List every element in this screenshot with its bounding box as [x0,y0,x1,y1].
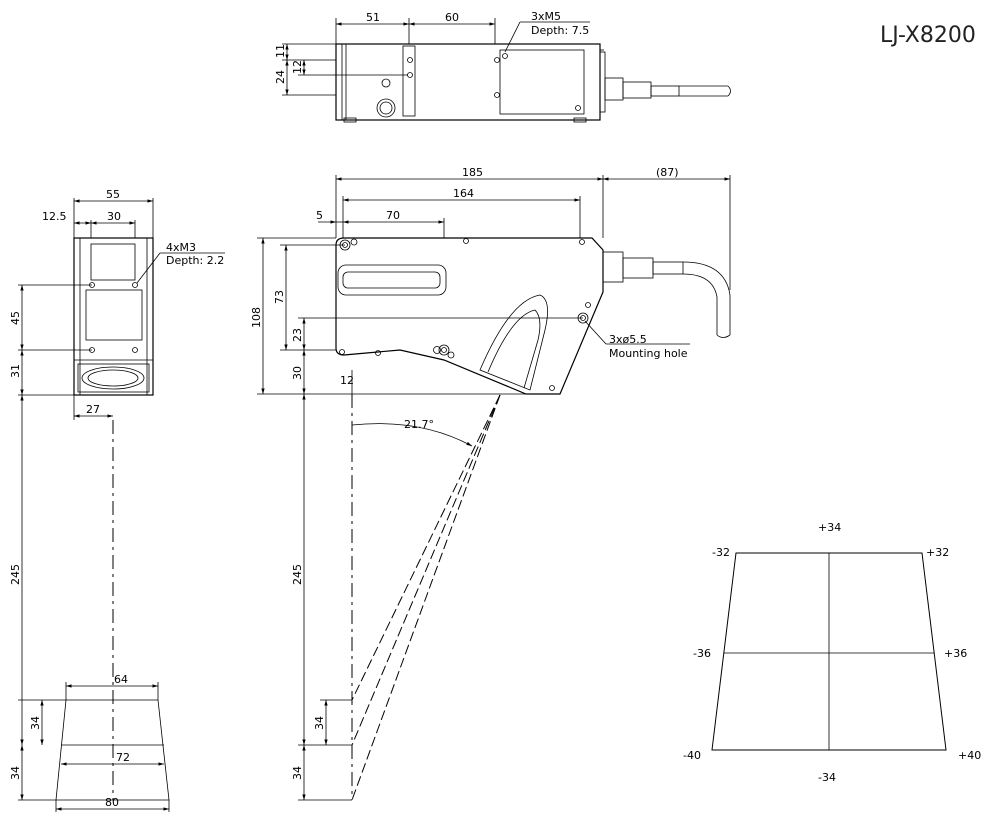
top-view: 51 60 11 24 12 [274,10,731,123]
range-bottom: -34 [818,771,836,784]
note-depth-2-2: Depth: 2.2 [166,254,224,267]
dim-87: (87) [656,166,679,179]
front-view: 55 12.5 30 4xM3 Depth: 2.2 45 31 27 [9,188,225,812]
dim-34-lower: 34 [9,766,22,780]
range-view: +34 -34 -32 +32 -36 +36 -40 +40 [683,521,981,784]
dim-12: 12 [291,60,304,74]
note-mounting-hole: Mounting hole [609,347,688,360]
dim-55: 55 [106,188,120,201]
note-3x-dia-5-5: 3xø5.5 [609,333,647,346]
range-mid-right: +36 [944,647,967,660]
range-bot-right: +40 [958,749,981,762]
dim-30: 30 [291,366,304,380]
dim-64: 64 [114,673,128,686]
dim-23: 23 [291,328,304,342]
range-bot-left: -40 [683,749,701,762]
dim-31: 31 [9,364,22,378]
range-top-left: -32 [712,546,730,559]
dim-24: 24 [274,70,287,84]
dim-12: 12 [340,374,354,387]
dim-27: 27 [86,403,100,416]
dim-80: 80 [105,796,119,809]
range-top: +34 [818,521,841,534]
dim-34-side-lower: 34 [291,766,304,780]
dim-108: 108 [250,307,263,328]
note-4xm3: 4xM3 [166,241,196,254]
dim-73: 73 [273,290,286,304]
dim-245-side: 245 [291,564,304,585]
dim-185: 185 [462,166,483,179]
dim-45: 45 [9,311,22,325]
dim-11: 11 [274,44,287,58]
dim-51: 51 [366,11,380,24]
dim-34-upper: 34 [29,716,42,730]
range-mid-left: -36 [693,647,711,660]
dim-245: 245 [9,564,22,585]
dim-60: 60 [445,11,459,24]
note-3xm5: 3xM5 [531,10,561,23]
dim-164: 164 [453,187,474,200]
note-depth-7-5: Depth: 7.5 [531,24,589,37]
dim-34-side-upper: 34 [313,716,326,730]
range-top-right: +32 [926,546,949,559]
angle-21-7: 21.7° [404,418,434,431]
dim-5: 5 [316,209,323,222]
side-view: 185 (87) 164 5 70 [250,166,731,801]
dim-30: 30 [107,210,121,223]
dim-12-5: 12.5 [42,210,67,223]
dim-72: 72 [116,751,130,764]
dim-70: 70 [386,209,400,222]
model-title: LJ-X8200 [880,23,976,48]
